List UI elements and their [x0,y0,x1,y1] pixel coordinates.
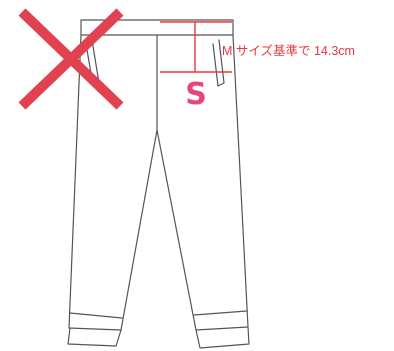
size-label: S [185,77,207,112]
rise-measurement [160,21,232,73]
cross-mark-icon [18,8,124,110]
measurement-label: M サイズ基準で 14.3cm [222,43,355,58]
pants-outline [67,19,250,349]
right-pocket [212,39,225,87]
left-cuff [67,312,123,347]
right-cuff [193,310,250,349]
